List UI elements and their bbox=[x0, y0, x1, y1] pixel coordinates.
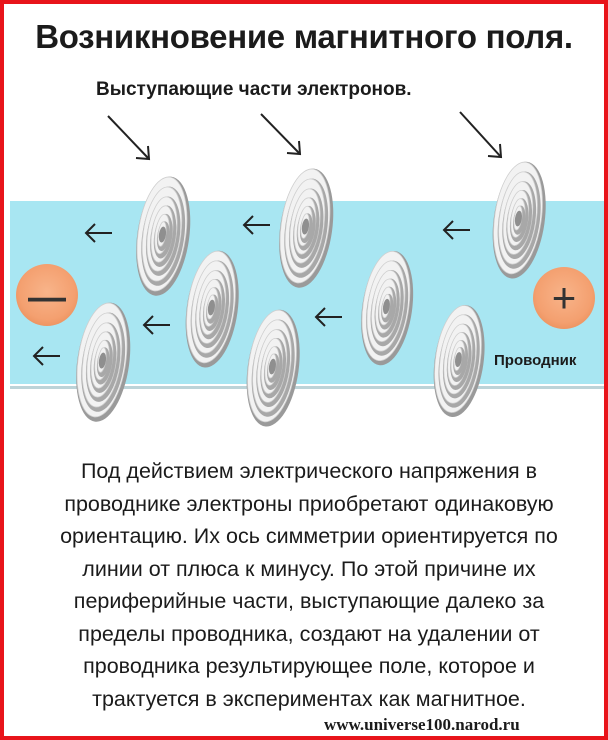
left-arrow-icon bbox=[316, 308, 342, 326]
left-arrow-icon bbox=[34, 347, 60, 365]
electron-spiral bbox=[179, 247, 246, 371]
description-line: проводника результирующее поле, которое … bbox=[26, 650, 592, 683]
left-arrow-icon bbox=[144, 316, 170, 334]
minus-sign: — bbox=[28, 277, 66, 319]
description-line: ориентацию. Их ось симметрии ориентирует… bbox=[26, 520, 592, 553]
description-line: линии от плюса к минусу. По этой причине… bbox=[26, 553, 592, 586]
source-url: www.universe100.narod.ru bbox=[324, 715, 520, 735]
electron-spiral bbox=[486, 158, 553, 282]
electron-spiral bbox=[129, 173, 197, 299]
description-text: Под действием электрического напряжения … bbox=[26, 455, 592, 715]
left-arrow-icon bbox=[444, 221, 470, 239]
left-arrow-icon bbox=[86, 224, 112, 242]
pointer-arrow bbox=[261, 114, 300, 154]
description-line: периферийные части, выступающие далеко з… bbox=[26, 585, 592, 618]
electron-spiral bbox=[427, 302, 491, 421]
description-line: пределы проводника, создают на удалении … bbox=[26, 618, 592, 651]
left-arrow-icon bbox=[244, 216, 270, 234]
description-line: проводнике электроны приобретают одинако… bbox=[26, 488, 592, 521]
description-line: трактуется в экспериментах как магнитное… bbox=[26, 683, 592, 716]
pointer-arrow bbox=[108, 116, 149, 159]
electron-spiral bbox=[354, 248, 419, 369]
plus-sign: + bbox=[552, 274, 577, 321]
conductor-label: Проводник bbox=[494, 352, 576, 369]
electron-spiral bbox=[240, 306, 307, 430]
electron-spiral bbox=[69, 299, 137, 425]
electron-diagram: — + bbox=[4, 4, 604, 454]
pointer-arrow bbox=[460, 112, 501, 157]
electron-spiral bbox=[272, 165, 340, 291]
description-line: Под действием электрического напряжения … bbox=[26, 455, 592, 488]
